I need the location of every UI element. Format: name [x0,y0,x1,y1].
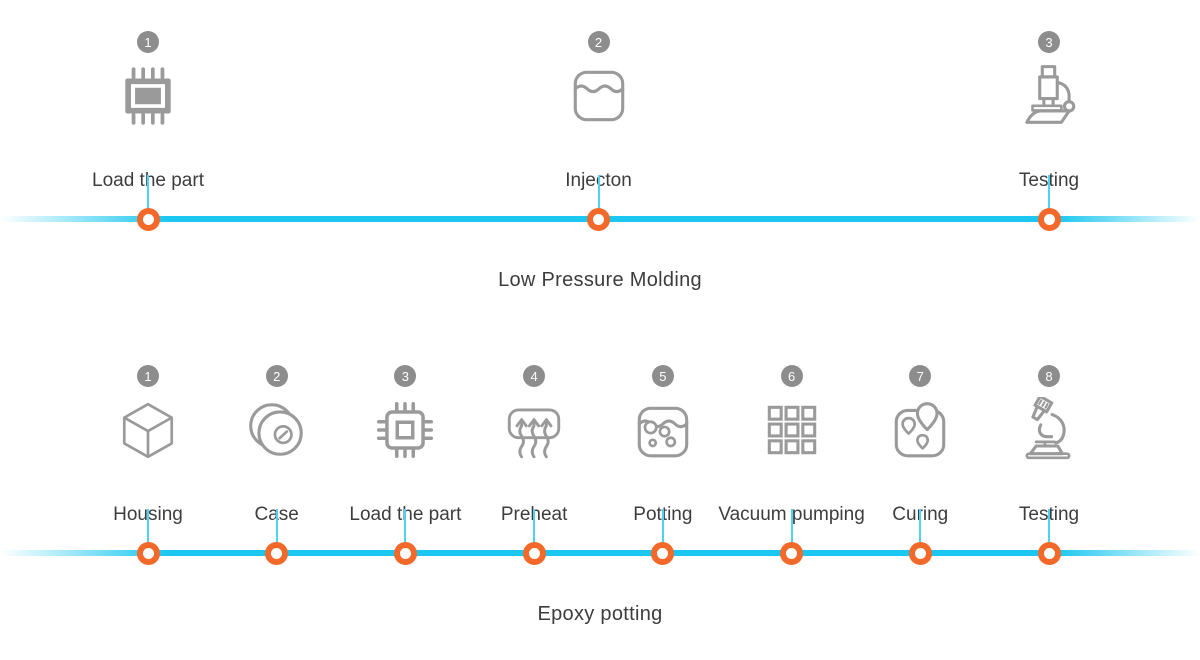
timeline-marker [908,541,932,565]
connector-line [597,175,600,219]
step-label: Testing [889,170,1200,192]
timeline-marker [651,541,675,565]
connector-line [790,509,793,553]
step-number: 2 [273,368,281,384]
step-icon [755,392,829,468]
step-icon [368,392,442,468]
step-icon [883,392,957,468]
step-number-badge: 5 [651,365,674,387]
steps-row: 1 Housing 2 Case 3 Load the part [0,365,1200,655]
liquid-container-icon [573,70,624,122]
title-low-pressure-molding: Low Pressure Molding [498,269,702,291]
connector-line [275,509,278,553]
timeline-marker [393,541,417,565]
connector-line [147,509,149,553]
connector-line [1048,175,1050,219]
case-rings-icon [248,403,303,456]
step-icon [111,392,185,468]
microscope-icon [1025,65,1076,124]
timeline-marker [265,541,289,565]
preheat-arrows-icon [507,408,561,459]
step-icon [1012,58,1086,134]
step-number-badge: 1 [137,31,159,53]
curing-pins-icon [895,402,946,458]
step-number: 4 [530,368,538,384]
step-icon [626,392,700,468]
step-number: 3 [401,368,410,384]
step-icon [1012,392,1086,468]
step-number-badge: 1 [137,365,159,387]
timeline-marker [136,207,160,231]
timeline-marker [1037,207,1061,231]
step-number: 5 [659,368,667,384]
step-icon [562,58,636,134]
connector-line [1048,509,1050,553]
step-number-badge: 4 [523,365,546,387]
step-number: 1 [144,368,152,384]
cube-icon [122,402,174,459]
step-icon [240,392,314,468]
chip-outline-icon [377,401,434,459]
timeline-track [0,550,1200,556]
connector-line [147,175,149,219]
step-number: 8 [1045,368,1053,384]
timeline-marker [1037,541,1061,565]
connector-line [661,509,664,553]
timeline-marker [587,207,610,231]
step-number-badge: 6 [780,365,803,387]
step-number-badge: 2 [587,31,610,53]
step-number: 1 [144,34,152,50]
connector-line [533,509,536,553]
step-label: Load the part [92,170,204,191]
connector-line [404,509,407,553]
title-epoxy-potting: Epoxy potting [537,603,663,625]
timeline-epoxy-potting: 1 Housing 2 Case 3 Load the part [0,365,1200,655]
step-icon [497,392,571,468]
microscope-tilted-icon [1025,397,1071,460]
step-icon [111,58,185,134]
potting-bubbles-icon [637,406,689,458]
timeline-marker [780,541,804,565]
step-number-badge: 3 [1038,31,1060,53]
connector-line [919,509,922,553]
step-number: 3 [1045,34,1053,50]
step-number: 2 [594,34,603,50]
steps-row: 1 Load the part 2 Injecton 3 Testing [0,31,1200,321]
timeline-marker [136,541,160,565]
chip-filled-icon [125,67,171,125]
step-label: Testing [889,504,1200,526]
step-number: 7 [916,368,924,384]
step-number-badge: 7 [909,365,932,387]
timeline-low-pressure-molding: 1 Load the part 2 Injecton 3 Testing [0,31,1200,321]
step-number-badge: 3 [394,365,417,387]
timeline-marker [522,541,546,565]
step-number: 6 [787,368,796,384]
step-number-badge: 8 [1038,365,1060,387]
step-number-badge: 2 [265,365,288,387]
grid-squares-icon [767,405,816,455]
